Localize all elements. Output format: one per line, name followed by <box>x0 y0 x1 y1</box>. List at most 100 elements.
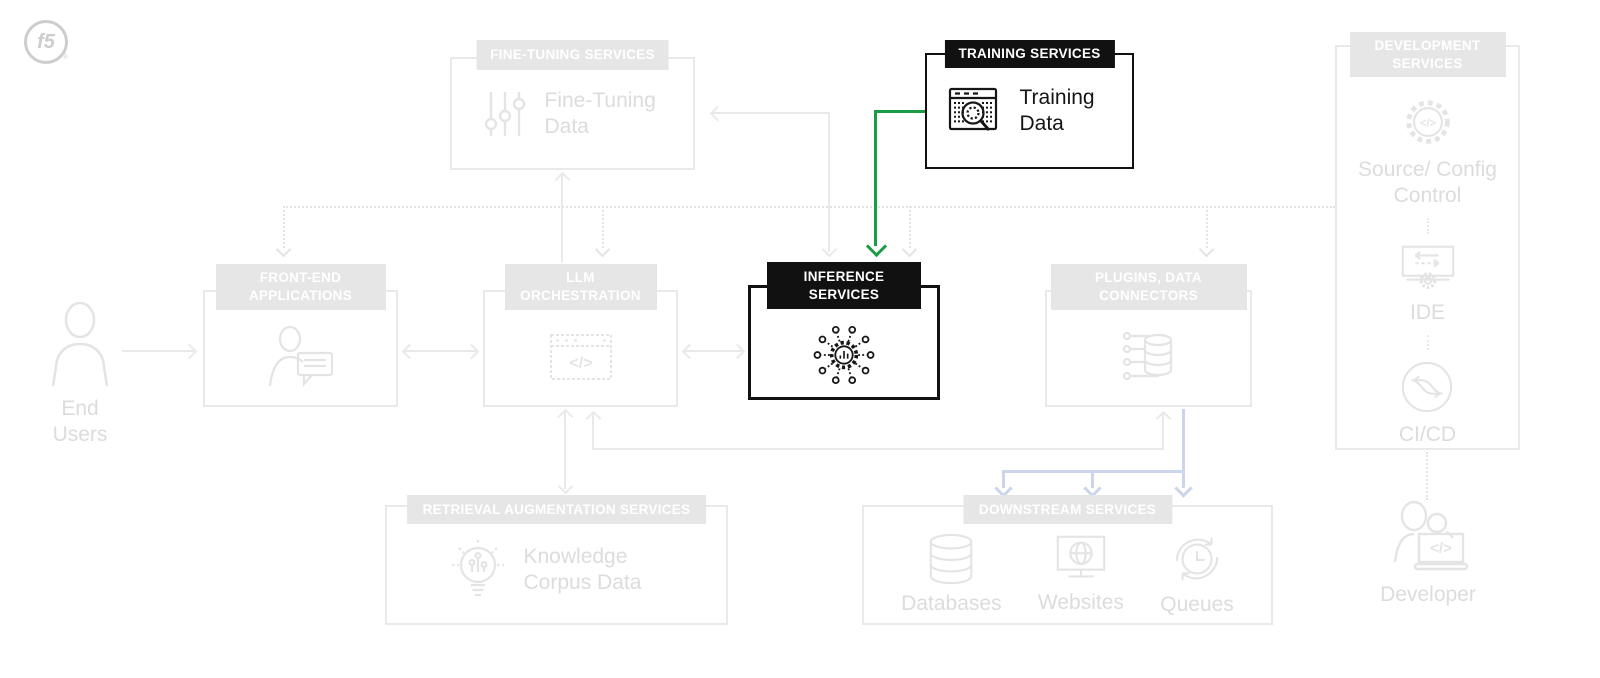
edge-llm-plugins-v1 <box>592 413 594 450</box>
svg-text:</>: </> <box>1430 540 1452 557</box>
edge-llm-inference <box>684 350 742 352</box>
arrowhead <box>709 105 726 122</box>
gear-code-icon: </> <box>1401 95 1455 149</box>
edge-downstream-drop3 <box>1182 470 1185 488</box>
arrowhead-green <box>865 235 888 258</box>
f5-logo-text: f5 <box>37 30 55 53</box>
arrowhead <box>401 343 418 360</box>
edge-training-inference-h <box>874 110 926 113</box>
arrowhead <box>557 408 574 425</box>
lightbulb-data-icon <box>450 539 506 601</box>
edge-llm-plugins-h <box>592 448 1164 450</box>
sliders-icon <box>483 90 527 138</box>
node-downstream-services: DOWNSTREAM SERVICES Databases <box>862 495 1273 625</box>
arrowhead <box>681 343 698 360</box>
edge-llm-finetuning <box>561 174 563 262</box>
source-config-label: Source/ Config Control <box>1358 158 1497 207</box>
person-chat-icon <box>264 325 338 388</box>
arrowhead <box>554 171 571 188</box>
edge-llm-plugins-v2 <box>1162 413 1164 450</box>
f5-logo: f5 <box>24 20 68 64</box>
dotted-separator <box>1426 218 1429 234</box>
database-icon <box>926 533 976 585</box>
downstream-item-websites: Websites <box>1038 534 1124 616</box>
dotted-separator <box>1426 335 1429 351</box>
edge-frontend-llm <box>404 350 476 352</box>
cicd-label: CI/CD <box>1398 423 1457 447</box>
ide-label: IDE <box>1409 300 1445 324</box>
arrowhead <box>1198 241 1215 258</box>
website-monitor-icon <box>1052 534 1110 584</box>
node-llm-orchestration: LLM ORCHESTRATION </> <box>483 264 678 407</box>
llm-orchestration-header: LLM ORCHESTRATION <box>504 264 657 310</box>
gear-network-icon <box>811 322 877 388</box>
arrowhead <box>729 343 746 360</box>
node-fine-tuning-services: FINE-TUNING SERVICES Fine-Tuning Data <box>450 40 695 170</box>
queues-label: Queues <box>1160 593 1234 617</box>
database-connectors-icon <box>1121 328 1177 386</box>
table-search-icon <box>948 86 1002 136</box>
developer-laptop-icon: </> <box>1383 500 1473 574</box>
arrowhead-lavender <box>1174 479 1193 498</box>
fine-tuning-data-label: Fine-Tuning Data <box>544 88 656 138</box>
queue-clock-icon <box>1170 532 1224 586</box>
inference-services-header: INFERENCE SERVICES <box>767 262 921 309</box>
training-services-header: TRAINING SERVICES <box>944 40 1115 68</box>
downstream-item-databases: Databases <box>901 533 1002 617</box>
edge-finetuning-inference-h <box>712 112 830 114</box>
edge-plugins-downstream-v <box>1182 409 1185 473</box>
node-training-services: TRAINING SERVICES Training Data <box>925 40 1134 169</box>
knowledge-corpus-label: Knowledge Corpus Data <box>523 545 642 594</box>
websites-label: Websites <box>1037 591 1124 615</box>
edge-endusers-frontend <box>122 350 194 352</box>
arrowhead <box>181 343 198 360</box>
edge-downstream-drop2 <box>1091 470 1094 488</box>
node-development-services: DEVELOPMENT SERVICES </> Source/ Config … <box>1335 32 1520 450</box>
arrowhead <box>901 241 918 258</box>
arrowhead <box>821 241 838 258</box>
edge-dotted-to-plugins <box>1206 206 1208 248</box>
node-front-end-applications: FRONT-END APPLICATIONS <box>203 264 398 407</box>
dev-item-ide: IDE <box>1399 244 1457 326</box>
edge-dotted-to-llm <box>602 206 604 248</box>
registered-mark: ® <box>62 52 68 61</box>
arrowhead <box>275 241 292 258</box>
node-retrieval-augmentation-services: RETRIEVAL AUGMENTATION SERVICES Knowledg… <box>385 495 728 625</box>
development-services-header: DEVELOPMENT SERVICES <box>1349 32 1506 77</box>
cicd-cycle-icon <box>1400 360 1454 414</box>
developer-actor: </> Developer <box>1368 500 1488 608</box>
dev-item-source-config: </> Source/ Config Control <box>1353 95 1503 208</box>
edge-dotted-to-frontend <box>283 206 285 248</box>
downstream-services-header: DOWNSTREAM SERVICES <box>962 495 1173 524</box>
edge-development-dotted-main <box>283 206 1335 208</box>
developer-label: Developer <box>1380 583 1476 606</box>
training-data-label: Training Data <box>1019 86 1095 135</box>
arrowhead <box>463 343 480 360</box>
edge-llm-retrieval <box>564 411 566 489</box>
svg-text:</>: </> <box>569 355 592 372</box>
arrowhead <box>585 410 602 427</box>
edge-development-developer <box>1426 452 1428 500</box>
databases-label: Databases <box>901 592 1002 616</box>
end-users-actor: End Users <box>34 302 126 447</box>
ide-monitor-icon <box>1399 244 1457 292</box>
end-users-label: End Users <box>52 397 108 446</box>
edge-training-inference-v <box>874 110 877 246</box>
person-icon <box>47 302 113 388</box>
plugins-data-connectors-header: PLUGINS, DATA CONNECTORS <box>1050 264 1247 310</box>
arrowhead <box>1155 410 1172 427</box>
node-plugins-data-connectors: PLUGINS, DATA CONNECTORS <box>1045 264 1252 407</box>
node-inference-services: INFERENCE SERVICES <box>748 262 940 400</box>
fine-tuning-services-header: FINE-TUNING SERVICES <box>476 40 669 70</box>
browser-code-icon: </> <box>549 333 612 380</box>
front-end-applications-header: FRONT-END APPLICATIONS <box>215 264 386 310</box>
downstream-item-queues: Queues <box>1160 532 1234 618</box>
edge-dotted-to-inference <box>909 206 911 248</box>
edge-finetuning-inference-v <box>828 112 830 252</box>
dev-item-cicd: CI/CD <box>1399 360 1456 448</box>
arrowhead <box>594 241 611 258</box>
arrowhead <box>557 478 574 495</box>
svg-text:</>: </> <box>1419 117 1436 129</box>
retrieval-augmentation-header: RETRIEVAL AUGMENTATION SERVICES <box>406 495 707 524</box>
